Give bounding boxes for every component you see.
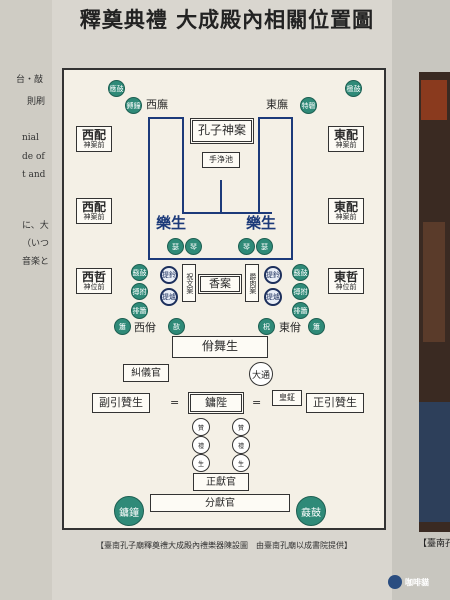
side-text-3: nial xyxy=(22,133,39,143)
huang-zheng: 皇鉦 xyxy=(272,390,302,406)
east-zhe-sub: 神位前 xyxy=(335,282,357,291)
blue-line-7 xyxy=(258,117,260,213)
side-text-2: 則刷 xyxy=(27,97,46,107)
west-pei-1-title: 西配 xyxy=(81,127,106,142)
west-yi-label: 西佾 xyxy=(134,321,156,334)
zheng-xian-guan: 正獻官 xyxy=(193,473,249,491)
blue-line-9 xyxy=(291,117,293,259)
ti-ling-right: 提鈴 xyxy=(264,266,282,284)
right-zan-3: 生 xyxy=(232,454,250,472)
blue-line-5 xyxy=(220,180,222,214)
west-pei-2-sub: 神案前 xyxy=(83,212,105,221)
side-text-7: （いつ xyxy=(22,239,50,249)
side-text-8: 音楽と xyxy=(22,257,50,267)
page-title: 釋奠典禮 大成殿內相關位置圖 xyxy=(79,7,375,32)
ti-lu-left: 提爐 xyxy=(160,288,178,306)
east-pei-2-title: 東配 xyxy=(333,199,358,214)
right-col-circle-2: 搏拊 xyxy=(292,283,309,300)
right-col-circle-3: 排簫 xyxy=(292,302,309,319)
side-text-6: に、大 xyxy=(22,221,49,231)
right-zan-1: 贊 xyxy=(232,418,250,436)
instrument-ying-gu: 應鼓 xyxy=(108,80,125,97)
blue-line-1 xyxy=(148,117,150,259)
side-text-5: t and xyxy=(22,170,46,180)
east-zhe-title: 東哲 xyxy=(333,269,358,284)
blue-line-10 xyxy=(148,258,293,260)
left-zan-3: 生 xyxy=(192,454,210,472)
photo-red-area xyxy=(421,80,447,120)
jue-rou-an: 爵肉案 xyxy=(245,264,259,302)
instrument-se-right: 瑟 xyxy=(256,238,273,255)
right-zhu-circle: 柷 xyxy=(258,318,275,335)
left-col-circle-2: 搏拊 xyxy=(131,283,148,300)
photo-blue-area xyxy=(419,402,450,522)
left-yi-circle: 簫 xyxy=(114,318,131,335)
right-yi-circle: 簫 xyxy=(308,318,325,335)
side-text-1: 台・敲 xyxy=(16,75,44,85)
west-pei-1-sub: 神案前 xyxy=(83,140,105,149)
west-zhe: 西哲 神位前 xyxy=(76,268,112,294)
instrument-qin-right: 琴 xyxy=(238,238,255,255)
wall-left xyxy=(0,0,52,600)
left-zan-2: 禮 xyxy=(192,436,210,454)
blue-line-3 xyxy=(182,117,184,213)
yong-bi: 鏞陛 xyxy=(188,392,244,414)
hand-wash-basin: 手浄池 xyxy=(202,152,240,168)
zhu-wen-an: 祝文案 xyxy=(182,264,196,302)
east-pei-1: 東配 神案前 xyxy=(328,126,364,152)
incense-table: 香案 xyxy=(198,274,242,294)
side-text-4: de of xyxy=(22,152,45,162)
logo-text: 咖啡貓 xyxy=(405,576,429,587)
east-hall-label: 東廡 xyxy=(266,98,288,111)
temple-photo xyxy=(419,72,450,532)
instrument-bo-zhong: 鎛鐘 xyxy=(125,97,142,114)
fu-yin-zan-sheng: 副引贊生 xyxy=(92,393,150,413)
west-pei-1: 西配 神案前 xyxy=(76,126,112,152)
west-zhe-title: 西哲 xyxy=(81,269,106,284)
right-zan-2: 禮 xyxy=(232,436,250,454)
blue-line-2 xyxy=(148,117,182,119)
photo-brown-area xyxy=(423,222,445,342)
yong-zhong-bell: 鏞鐘 xyxy=(114,496,144,526)
instrument-ying-gu-right: 楹鼓 xyxy=(345,80,362,97)
music-students-left: 樂生 xyxy=(156,214,187,232)
logo-icon xyxy=(388,575,402,589)
zheng-yin-zan-sheng: 正引贊生 xyxy=(306,393,364,413)
east-yi-label: 東佾 xyxy=(279,321,301,334)
separator-left: = xyxy=(170,396,179,409)
dancers: 佾舞生 xyxy=(172,336,268,358)
separator-right: = xyxy=(252,396,261,409)
fen-xian-guan: 分獻官 xyxy=(150,494,290,512)
instrument-se-left: 琴 xyxy=(185,238,202,255)
east-pei-2-sub: 神案前 xyxy=(335,212,357,221)
west-zhe-sub: 神位前 xyxy=(83,282,105,291)
left-col-circle-1: 鼗鼓 xyxy=(131,264,148,281)
west-hall-label: 西廡 xyxy=(146,98,168,111)
instrument-qin-left: 瑟 xyxy=(167,238,184,255)
blue-line-8 xyxy=(258,117,292,119)
jiu-yi-guan: 糾儀官 xyxy=(123,364,169,382)
blue-line-4 xyxy=(182,212,220,214)
instrument-te-qing: 特磬 xyxy=(300,97,317,114)
photo-caption: 【臺南孔 xyxy=(418,539,450,549)
west-pei-2: 西配 神案前 xyxy=(76,198,112,224)
east-pei-1-sub: 神案前 xyxy=(335,140,357,149)
west-pei-2-title: 西配 xyxy=(81,199,106,214)
east-pei-1-title: 東配 xyxy=(333,127,358,142)
ti-ling-left: 提鈴 xyxy=(160,266,178,284)
watermark-logo: 咖啡貓 xyxy=(388,572,444,592)
left-col-circle-3: 排簫 xyxy=(131,302,148,319)
confucius-table: 孔子神案 xyxy=(190,118,254,144)
music-students-right: 樂生 xyxy=(246,214,277,232)
ti-lu-right: 提爐 xyxy=(264,288,282,306)
da-tong: 大通 xyxy=(249,362,273,386)
east-pei-2: 東配 神案前 xyxy=(328,198,364,224)
jian-gu-drum: 鼖鼓 xyxy=(296,496,326,526)
left-zan-1: 贊 xyxy=(192,418,210,436)
diagram-caption: 【臺南孔子廟釋奠禮大成殿內禮樂器陳設圖 由臺南孔廟以成書院提供】 xyxy=(96,541,352,550)
left-zhu-circle: 敔 xyxy=(168,318,185,335)
blue-line-6 xyxy=(220,212,272,214)
right-col-circle-1: 鼗鼓 xyxy=(292,264,309,281)
east-zhe: 東哲 神位前 xyxy=(328,268,364,294)
